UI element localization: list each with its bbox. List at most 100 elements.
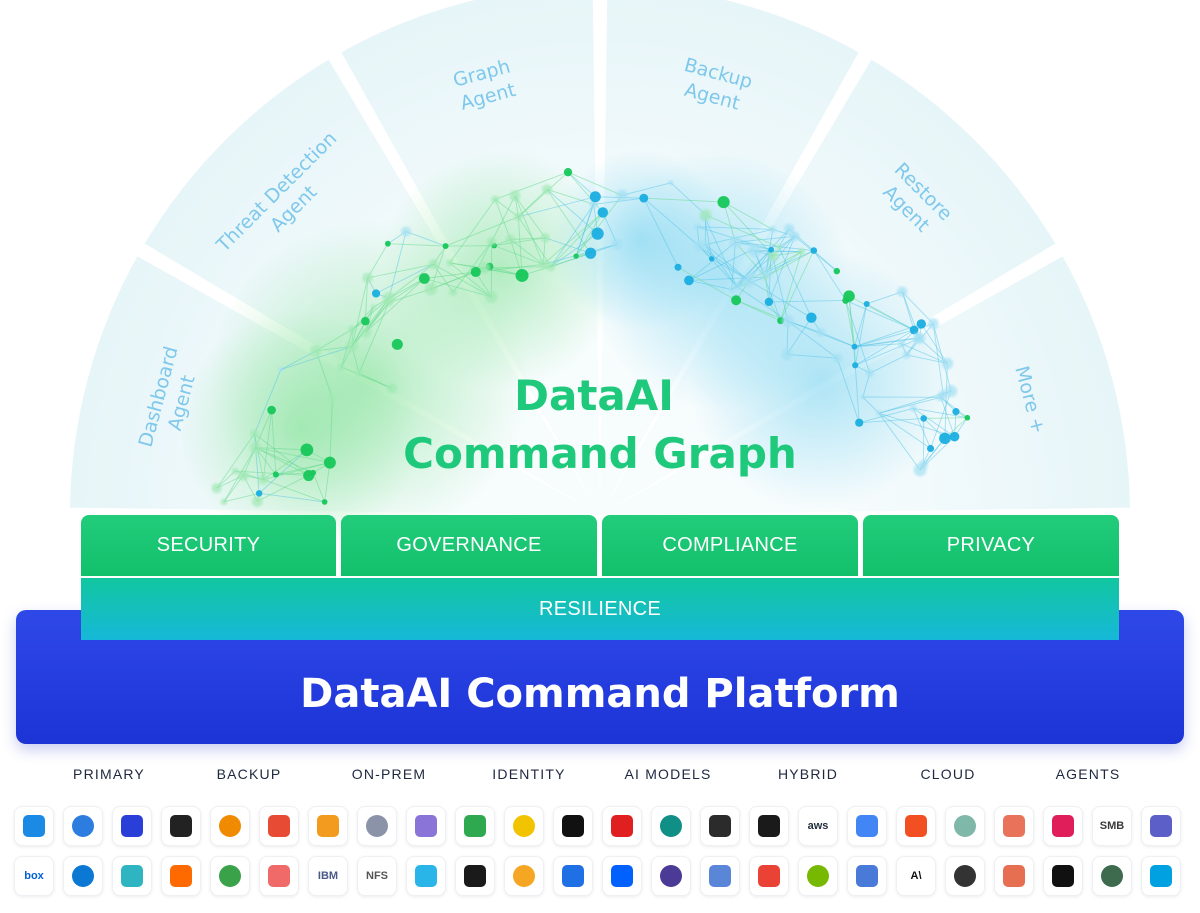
onedrive-icon	[23, 815, 45, 837]
graph-edge	[854, 303, 868, 347]
database-tile	[945, 856, 985, 896]
graph-edge	[494, 199, 519, 218]
hadoop-icon	[513, 815, 535, 837]
workday-icon	[513, 865, 535, 887]
graph-node	[278, 366, 284, 373]
aws-tile: aws	[798, 806, 838, 846]
gmail-icon	[758, 865, 780, 887]
graph-node	[442, 243, 449, 250]
gmail-tile	[749, 856, 789, 896]
anthropic-icon: A\	[910, 870, 922, 882]
category-hybrid: HYBRID	[777, 766, 839, 782]
graph-edge	[698, 245, 750, 282]
graph-edge	[445, 216, 519, 247]
asana-icon	[268, 865, 290, 887]
graph-node	[941, 357, 954, 370]
graph-edge	[854, 303, 868, 366]
graph-node	[733, 282, 741, 291]
category-agents: AGENTS	[1055, 766, 1121, 782]
fivetran-icon	[1052, 865, 1074, 887]
graph-edge	[433, 264, 454, 293]
graph-node	[781, 348, 793, 361]
graph-node	[347, 325, 357, 335]
graph-edge	[940, 397, 955, 437]
graph-node	[470, 266, 481, 278]
graph-edge	[254, 433, 309, 476]
graph-node	[875, 410, 882, 417]
graph-edge	[341, 366, 393, 389]
mistral-icon	[219, 815, 241, 837]
graph-edge	[545, 237, 591, 254]
graph-node	[401, 226, 412, 237]
graph-edge	[255, 447, 307, 451]
graph-node	[918, 459, 929, 469]
microsoft-tile	[896, 806, 936, 846]
graph-node	[249, 441, 262, 454]
graph-edge	[373, 278, 425, 308]
graph-node	[386, 383, 398, 394]
graph-node	[693, 223, 701, 231]
graph-edge	[621, 182, 671, 196]
graph-node	[449, 288, 458, 297]
toggle-tile	[1092, 856, 1132, 896]
toggle-icon	[1101, 865, 1123, 887]
graph-node	[810, 247, 818, 254]
pinwheel-icon	[1003, 865, 1025, 887]
graph-edge	[514, 195, 544, 265]
azure-icon	[72, 865, 94, 887]
smb-tile: SMB	[1092, 806, 1132, 846]
layers-tile	[994, 806, 1034, 846]
graph-edge	[878, 412, 921, 471]
graph-node	[418, 273, 430, 284]
graph-node	[391, 338, 403, 350]
graph-node	[902, 351, 911, 359]
graph-node	[509, 190, 521, 202]
graph-node	[769, 226, 777, 233]
graph-node	[585, 247, 597, 259]
platform-title: DataAI Command Platform	[300, 671, 900, 717]
server-icon	[709, 865, 731, 887]
graph-node	[272, 471, 279, 478]
graph-node	[833, 267, 841, 275]
category-backup: BACKUP	[216, 766, 282, 782]
stack-icon	[268, 815, 290, 837]
graph-edge	[813, 250, 847, 301]
dynamics-icon	[562, 815, 584, 837]
graph-node	[952, 408, 960, 416]
graph-edge	[855, 337, 920, 366]
graph-edge	[510, 237, 546, 240]
graph-node	[446, 259, 454, 267]
graph-node	[855, 418, 864, 427]
azure-files-icon	[72, 815, 94, 837]
graph-edge	[704, 216, 738, 287]
google-cloud-icon	[856, 815, 878, 837]
graph-node	[360, 326, 372, 338]
graph-edge	[786, 317, 812, 355]
graph-edge	[517, 216, 552, 267]
graph-node	[384, 240, 391, 247]
graph-node	[573, 253, 579, 259]
graph-edge	[550, 252, 591, 267]
brain-icon	[415, 815, 437, 837]
graph-node	[337, 363, 346, 371]
graph-edge	[932, 323, 952, 392]
openai-tile	[161, 806, 201, 846]
graph-node	[684, 275, 694, 286]
graph-edge	[491, 195, 516, 242]
baidu-icon	[121, 815, 143, 837]
graph-edge	[216, 433, 255, 489]
graph-edge	[836, 358, 860, 423]
graph-node	[424, 282, 438, 296]
graph-edge	[854, 323, 922, 348]
graph-edge	[449, 262, 492, 298]
network-tile	[847, 856, 887, 896]
pinecone-icon	[366, 815, 388, 837]
graph-edge	[854, 365, 860, 423]
resilience-layer: RESILIENCE	[81, 578, 1119, 640]
ollama-icon	[317, 815, 339, 837]
graph-edge	[494, 237, 546, 247]
graph-node	[231, 467, 239, 475]
graph-node	[717, 195, 730, 209]
graph-edge	[854, 337, 919, 348]
